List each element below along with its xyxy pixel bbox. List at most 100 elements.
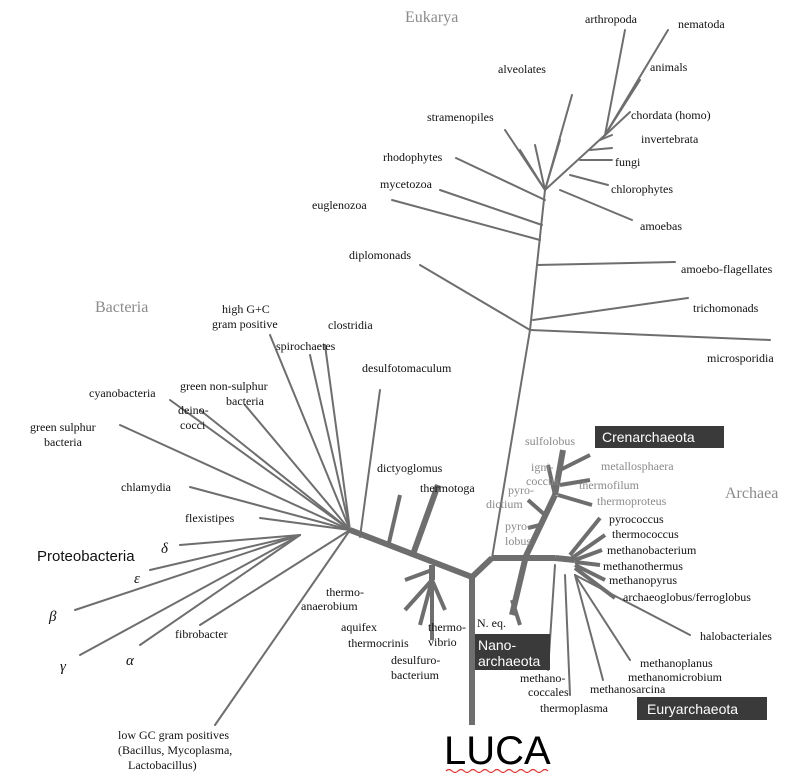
bacteria-labels: high G+C gram positive clostridia spiroc… (30, 302, 475, 772)
branch-arthropoda (604, 29, 626, 136)
label-diplomonads: diplomonads (349, 248, 411, 262)
branch-methanothermus (574, 560, 601, 567)
label-green-nonsulphur-line2: bacteria (226, 394, 265, 408)
label-gamma: γ (60, 659, 67, 675)
label-deinococci-line2: cocci (180, 418, 206, 432)
label-amoebo-flagellates: amoebo-flagellates (681, 262, 773, 276)
branch-amoebas (559, 189, 633, 221)
label-methanococcales-line2: coccales (528, 685, 569, 699)
branch-green-nonsulphur (244, 404, 351, 531)
branch-delta (179, 534, 301, 546)
branch-methanobacterium (574, 548, 603, 562)
branch-desulfotomaculum (359, 389, 381, 538)
branch-euk-fan-2 (534, 144, 546, 191)
branch-epsilon (149, 534, 301, 571)
branch-alpha (139, 534, 301, 646)
branch-thermofilum (559, 478, 591, 487)
label-pyrolobus-line1: pyro- (505, 519, 531, 533)
label-deinococci-line1: deino- (178, 403, 209, 417)
branch-thermovibrio (430, 579, 447, 611)
label-trichomonads: trichomonads (693, 301, 759, 315)
label-thermoanaerobium-line2: anaerobium (301, 599, 358, 613)
label-low-gc-line3: Lactobacillus) (128, 758, 197, 772)
label-pyrolobus-line2: lobus (505, 534, 531, 548)
label-thermofilum: thermofilum (579, 478, 640, 492)
label-methanomicrobium: methanomicrobium (628, 670, 723, 684)
label-mycetozoa: mycetozoa (380, 177, 433, 191)
label-low-gc-line2: (Bacillus, Mycoplasma, (118, 743, 232, 757)
label-amoebas: amoebas (640, 219, 682, 233)
label-proteobacteria: Proteobacteria (37, 548, 135, 565)
branch-spirochaetes (309, 354, 351, 531)
label-pyrodictium-line1: pyro- (508, 483, 534, 497)
luca-label: LUCA (444, 729, 551, 773)
label-chlamydia: chlamydia (121, 480, 172, 494)
crenarchaeota-box-text: Crenarchaeota (602, 429, 695, 445)
branch-thermococcus (570, 533, 607, 560)
branch-trichomonads (532, 297, 689, 321)
crenarchaeota-box-bg (595, 426, 724, 448)
branch-deinococci (199, 409, 351, 531)
label-euglenozoa: euglenozoa (312, 198, 367, 212)
label-high-gc-line1: high G+C (222, 302, 270, 316)
branch-ignicoccus (546, 464, 557, 496)
label-methanococcales-line1: methano- (520, 671, 565, 685)
branch-eukarya-upper (529, 189, 546, 331)
branch-sulfolobus (552, 449, 566, 496)
branch-rhodophytes (455, 157, 546, 201)
branch-thermoplasma (564, 574, 571, 696)
label-rhodophytes: rhodophytes (383, 150, 443, 164)
branch-nano (510, 599, 522, 626)
label-sulfolobus: sulfolobus (525, 434, 575, 448)
label-microsporidia: microsporidia (707, 351, 774, 365)
label-n-eq: N. eq. (477, 616, 506, 630)
branch-clostridia (324, 344, 351, 531)
domain-archaea: Archaea (725, 485, 778, 502)
branch-microsporidia (529, 329, 771, 341)
branch-cyanobacteria (169, 399, 351, 531)
branch-pyrococcus (568, 516, 602, 557)
label-archaeoglobus: archaeoglobus/ferroglobus (623, 590, 751, 604)
label-epsilon: ε (134, 571, 140, 587)
label-pyrococcus: pyrococcus (609, 512, 664, 526)
branch-methanopyrus (574, 563, 606, 582)
label-arthropoda: arthropoda (585, 12, 638, 26)
label-desulfurobacterium-line1: desulfuro- (391, 653, 440, 667)
label-green-sulphur-line1: green sulphur (30, 420, 96, 434)
label-spirochaetes: spirochaetes (276, 339, 336, 353)
branch-green-sulphur (119, 424, 351, 531)
nanoarchaeota-box-text-line2: archaeota (478, 653, 540, 669)
branch-fibrobacter (199, 529, 351, 626)
branch-pyrodictium (526, 498, 547, 517)
luca-spellcheck-underline (445, 768, 549, 774)
branch-low-gc (214, 529, 351, 726)
archaea-labels: sulfolobus igni- coccus metallosphaera p… (477, 434, 772, 715)
label-nematoda: nematoda (678, 17, 725, 31)
label-thermococcus: thermococcus (612, 527, 679, 541)
branch-flexistipes (259, 517, 351, 531)
branch-halobacteriales (574, 574, 691, 636)
branch-crown (544, 134, 606, 191)
label-desulfotomaculum: desulfotomaculum (362, 361, 452, 375)
label-alpha: α (126, 653, 135, 669)
label-animals: animals (650, 60, 688, 74)
eukarya-labels: arthropoda nematoda alveolates animals s… (312, 12, 774, 365)
label-flexistipes: flexistipes (185, 511, 235, 525)
label-low-gc-line1: low GC gram positives (118, 728, 229, 742)
branch-chlorophytes (569, 174, 609, 186)
label-metallosphaera: metallosphaera (601, 459, 674, 473)
branch-invertebrata (599, 134, 613, 141)
label-methanopyrus: methanopyrus (609, 573, 677, 587)
nanoarchaeota-box-bg (475, 634, 550, 670)
label-methanoplanus: methanoplanus (640, 656, 713, 670)
label-invertebrata: invertebrata (641, 132, 699, 146)
branch-thermoproteus (557, 493, 593, 507)
label-methanobacterium: methanobacterium (607, 543, 697, 557)
branch-mycetozoa (439, 189, 543, 226)
label-chlorophytes: chlorophytes (611, 182, 673, 196)
label-desulfurobacterium-line2: bacterium (391, 668, 440, 682)
label-delta: δ (161, 541, 169, 557)
branch-metallosphaera (559, 453, 591, 472)
branch-animals (604, 79, 641, 136)
label-aquifex: aquifex (341, 620, 377, 634)
